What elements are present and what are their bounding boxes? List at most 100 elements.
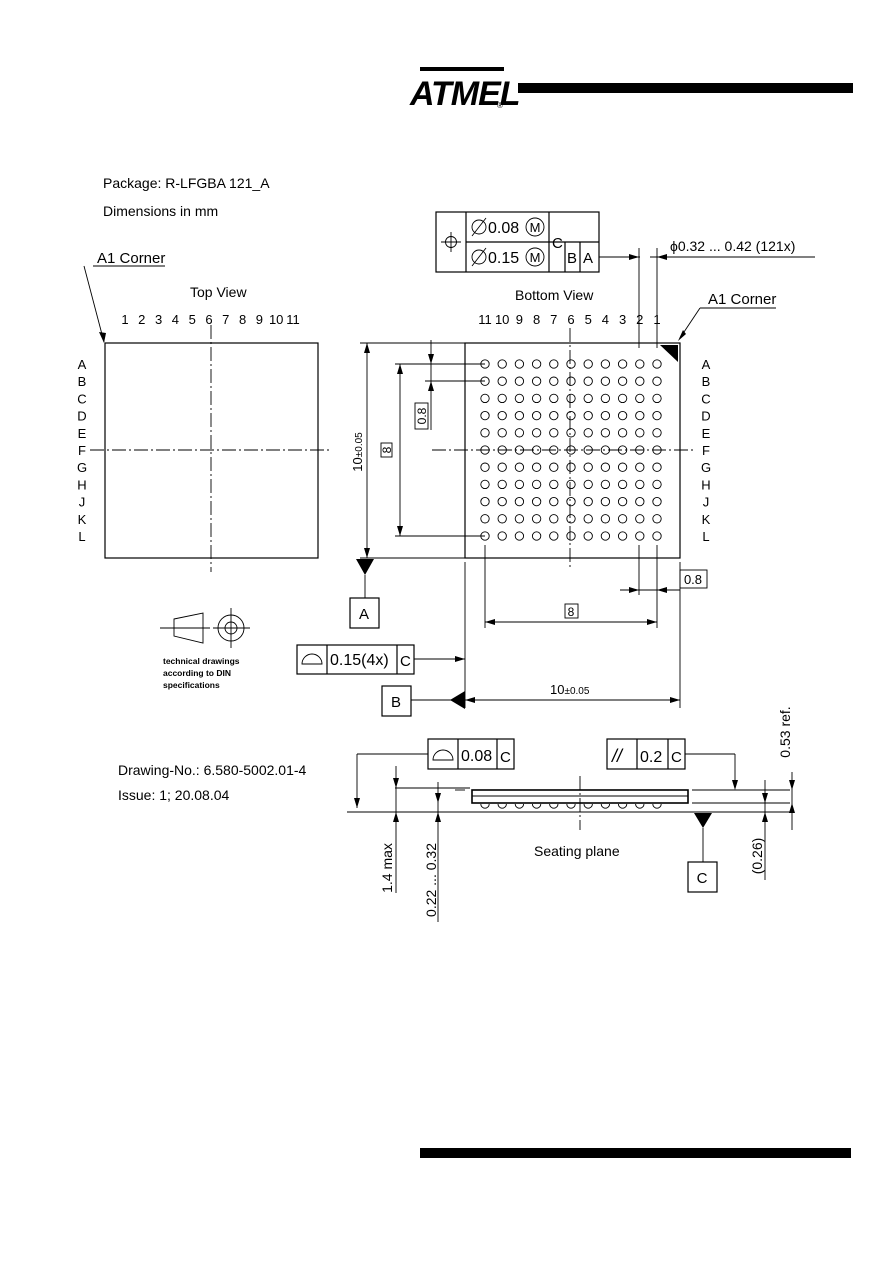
units-label: Dimensions in mm	[103, 203, 218, 219]
datum-b-label: B	[391, 694, 401, 711]
modifier-2: M	[530, 250, 541, 265]
solder-ball	[480, 462, 490, 472]
position-tolerance-1: 0.08	[488, 220, 519, 237]
top-row-label: D	[77, 409, 86, 424]
bottom-row-label: G	[701, 460, 711, 475]
bottom-column-label: 6	[567, 312, 574, 327]
solder-ball	[635, 428, 645, 438]
ball-diameter-dim: ϕ0.32 ... 0.42 (121x)	[670, 238, 795, 254]
solder-ball	[549, 359, 559, 369]
bottom-column-label: 10	[495, 312, 509, 327]
solder-ball	[514, 376, 525, 386]
top-row-label: G	[77, 460, 87, 475]
solder-ball	[583, 359, 593, 369]
a1-corner-label-top: A1 Corner	[97, 250, 165, 267]
bottom-row-label: E	[702, 426, 711, 441]
solder-ball	[600, 479, 611, 490]
solder-ball	[497, 359, 507, 369]
solder-ball	[583, 410, 593, 421]
solder-ball	[566, 462, 576, 472]
solder-ball	[566, 359, 576, 369]
bottom-column-label: 2	[636, 312, 643, 327]
top-column-label: 4	[172, 312, 179, 327]
bottom-row-label: A	[702, 357, 711, 372]
solder-ball	[600, 514, 611, 524]
solder-ball	[480, 514, 490, 524]
bottom-row-label: L	[702, 529, 709, 544]
bottom-lower-dimensions: 8 0.8 10±0.05	[420, 545, 708, 708]
atmel-logo: ATMEL ®	[409, 67, 521, 113]
datum-b: B	[381, 685, 465, 717]
a1-corner-marker	[660, 345, 678, 362]
solder-ball	[549, 479, 559, 490]
solder-ball	[531, 514, 542, 524]
solder-ball	[566, 428, 576, 438]
solder-ball	[531, 445, 542, 455]
solder-ball	[652, 393, 662, 404]
solder-ball	[497, 445, 507, 455]
bottom-row-label: H	[701, 477, 710, 492]
bottom-column-label: 11	[478, 312, 492, 327]
diameter-icon	[471, 217, 487, 267]
solder-ball	[497, 376, 507, 386]
side-solder-ball	[600, 803, 611, 809]
solder-ball	[514, 479, 525, 490]
top-column-label: 8	[239, 312, 246, 327]
solder-ball	[566, 496, 576, 507]
solder-ball	[583, 496, 593, 507]
bottom-view-title: Bottom View	[515, 287, 594, 303]
top-column-label: 9	[256, 312, 263, 327]
solder-ball	[497, 514, 507, 524]
solder-ball	[480, 410, 490, 421]
solder-ball	[566, 410, 576, 421]
body-size-horizontal: 10±0.05	[550, 682, 590, 697]
side-solder-ball	[566, 803, 576, 809]
solder-ball	[600, 445, 611, 455]
solder-ball	[583, 479, 593, 490]
bottom-row-label: B	[702, 374, 711, 389]
modifier-1: M	[530, 220, 541, 235]
top-column-label: 7	[222, 312, 229, 327]
top-row-label: B	[78, 374, 87, 389]
solder-ball	[652, 462, 662, 472]
solder-ball	[531, 376, 542, 386]
position-tolerance-2: 0.15	[488, 250, 519, 267]
solder-ball	[514, 359, 525, 369]
top-view-outline	[104, 342, 319, 559]
top-row-label: C	[77, 391, 86, 406]
bottom-row-label: J	[703, 495, 710, 510]
solder-ball	[566, 479, 576, 490]
bottom-column-label: 5	[585, 312, 592, 327]
top-view-title: Top View	[190, 284, 247, 300]
side-ball-row	[480, 803, 662, 809]
solder-ball	[480, 496, 490, 507]
ball-diameter-callout: ϕ0.32 ... 0.42 (121x)	[629, 238, 815, 348]
height-max: 1.4 max	[379, 843, 395, 893]
solder-ball	[549, 376, 559, 386]
solder-ball	[480, 479, 490, 490]
solder-ball	[549, 514, 559, 524]
top-row-label: F	[78, 443, 86, 458]
solder-ball	[617, 445, 628, 455]
solder-ball	[549, 410, 559, 421]
solder-ball	[497, 531, 507, 541]
side-solder-ball	[549, 803, 559, 809]
solder-ball	[531, 393, 542, 404]
solder-ball	[531, 359, 542, 369]
solder-ball	[514, 428, 525, 438]
a1-corner-label-bottom: A1 Corner	[708, 291, 776, 308]
solder-ball	[635, 393, 645, 404]
top-column-label: 1	[121, 312, 128, 327]
side-solder-ball	[480, 803, 490, 809]
solder-ball	[549, 445, 559, 455]
issue-info: Issue: 1; 20.08.04	[118, 787, 230, 803]
solder-ball	[652, 496, 662, 507]
solder-ball	[497, 479, 507, 490]
solder-ball	[497, 410, 507, 421]
solder-ball	[617, 359, 628, 369]
solder-ball	[617, 393, 628, 404]
solder-ball	[531, 479, 542, 490]
